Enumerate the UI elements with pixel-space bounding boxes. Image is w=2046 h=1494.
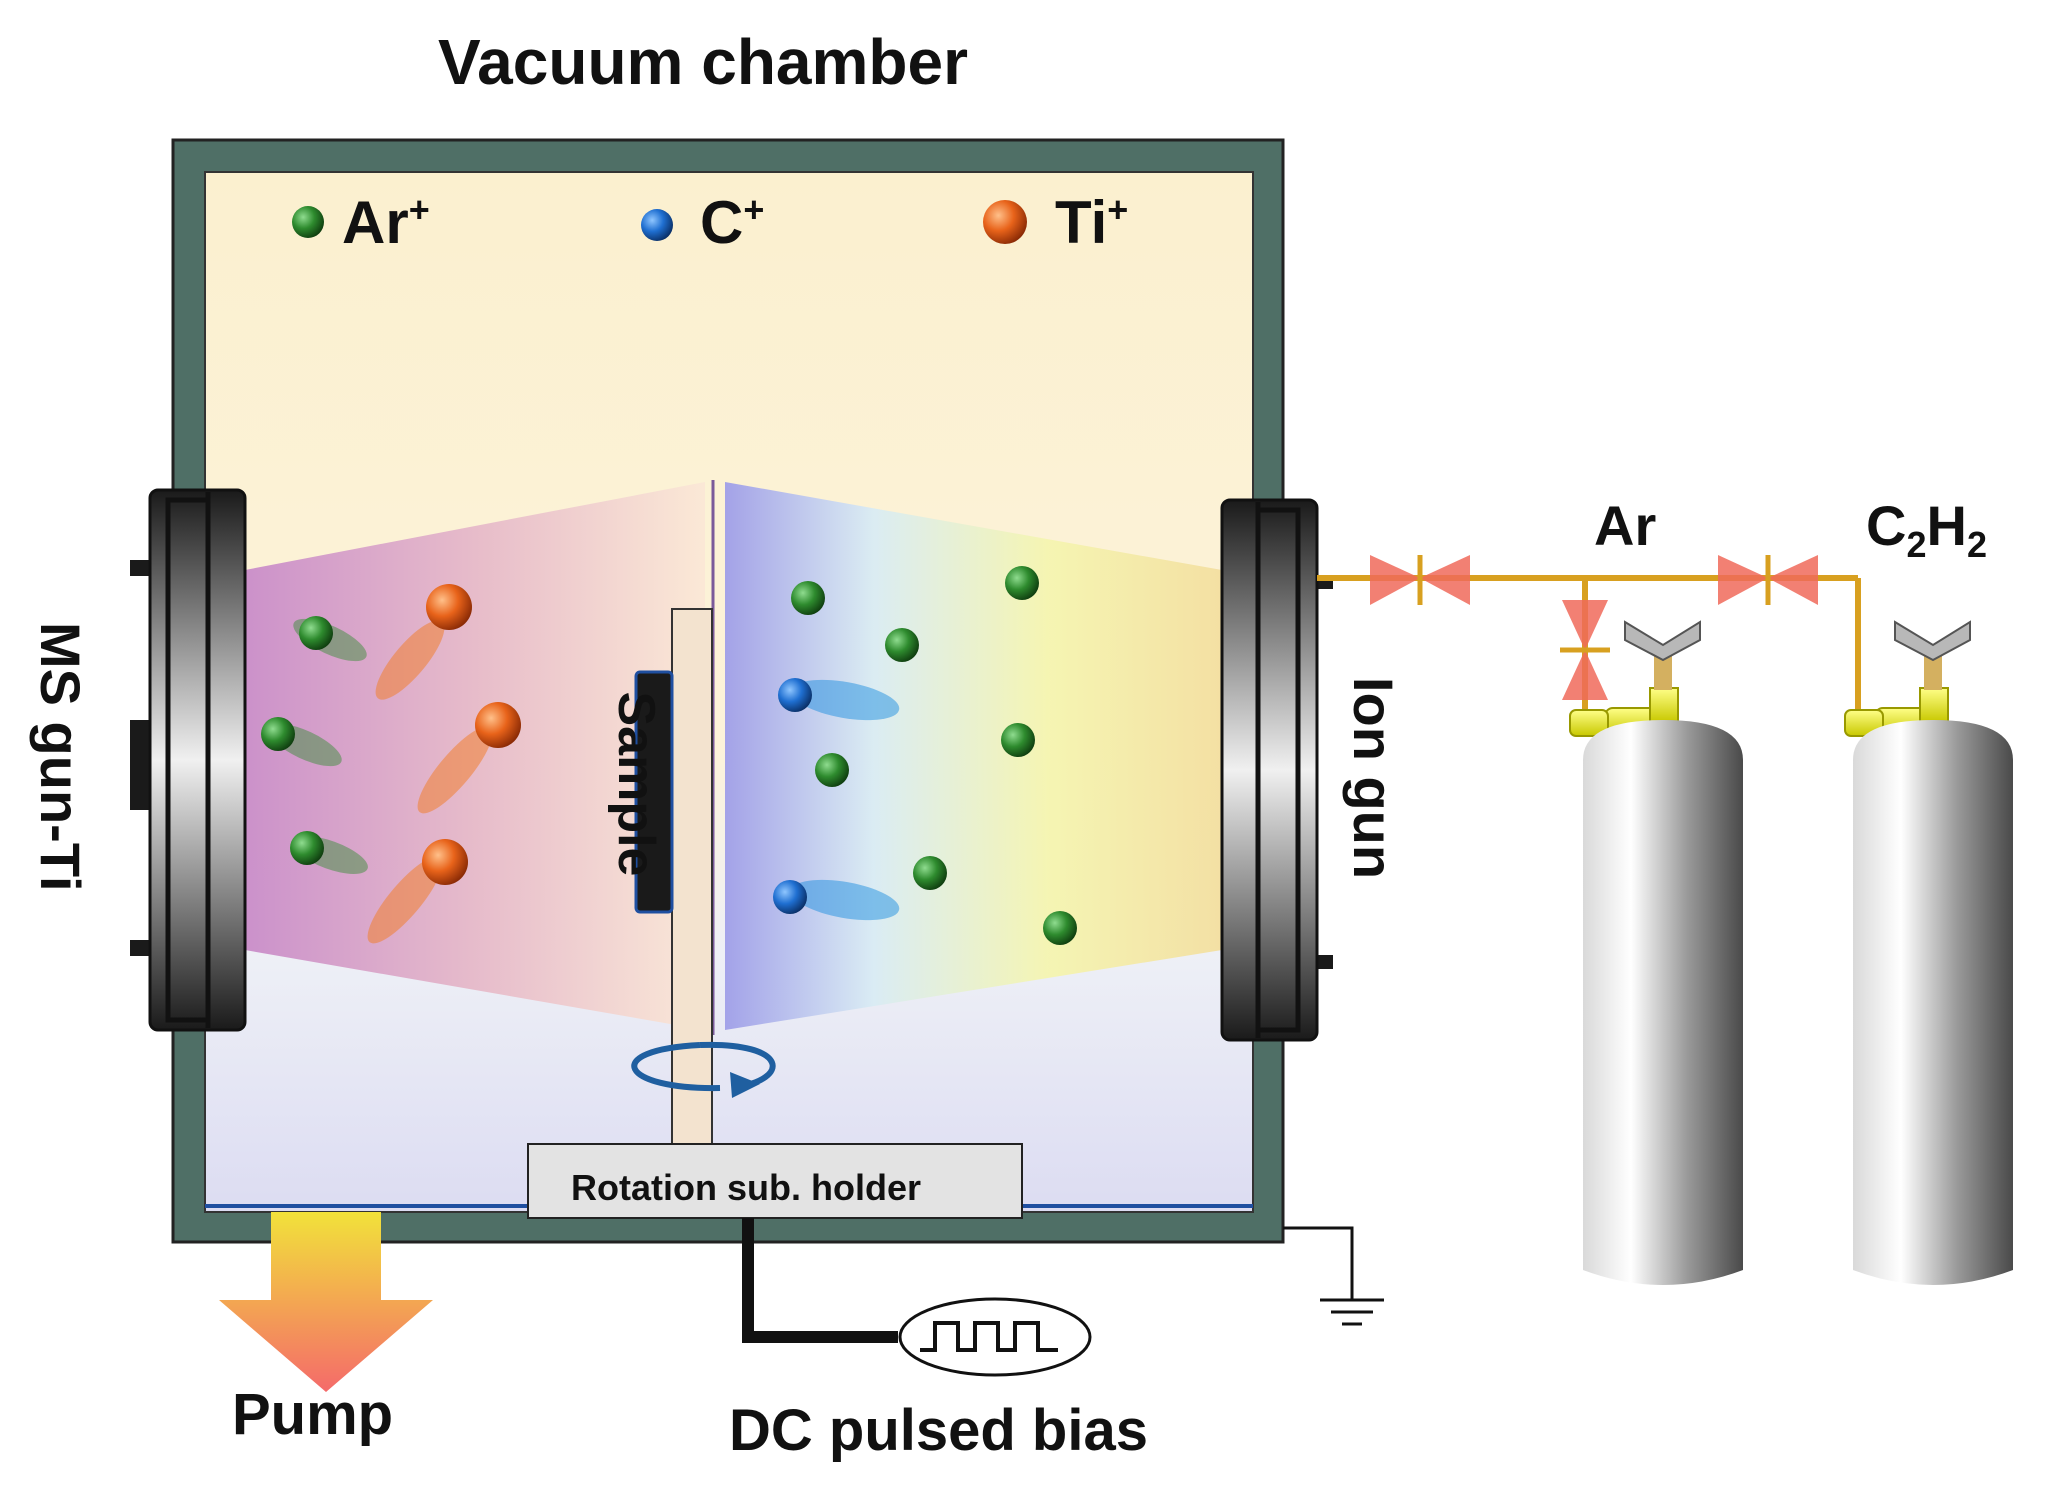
particles <box>261 566 1077 945</box>
legend-ti-base: Ti <box>1055 189 1108 256</box>
pulse-generator-icon <box>898 1297 1092 1377</box>
legend-ti-dot <box>983 200 1027 244</box>
legend-c-sup: + <box>743 189 765 230</box>
gas-c2h2-c: C <box>1866 494 1907 557</box>
holder-rod <box>671 608 713 1150</box>
ground-icon <box>1283 1226 1384 1326</box>
ar-ion <box>1043 911 1077 945</box>
ar-ion <box>1001 723 1035 757</box>
c-ion <box>778 678 812 712</box>
legend-c-dot <box>641 209 673 241</box>
ms-gun <box>130 488 247 1032</box>
rotation-holder <box>527 1143 1023 1219</box>
ion-gun-plasma-plume <box>725 482 1222 1030</box>
legend-ar-dot <box>292 206 324 238</box>
ti-ion <box>426 584 472 630</box>
legend-ar-base: Ar <box>342 189 409 256</box>
ar-ion <box>791 581 825 615</box>
sample-label: Sample <box>607 691 665 877</box>
ar-ion <box>885 628 919 662</box>
valve-c2h2 <box>1718 555 1818 605</box>
legend-ar-sup: + <box>408 189 430 230</box>
legend-ar-label: Ar+ <box>342 192 430 253</box>
ti-ion <box>422 839 468 885</box>
ar-ion <box>261 717 295 751</box>
ar-ion <box>1005 566 1039 600</box>
gas-ar-label: Ar <box>1594 494 1657 557</box>
gas-c2h2-label: C2H2 <box>1866 498 1987 563</box>
pump-arrow-icon <box>219 1212 433 1392</box>
holder-label: Rotation sub. holder <box>571 1167 921 1208</box>
rotation-arrow-icon <box>631 1041 776 1098</box>
valve-ar <box>1560 600 1610 700</box>
legend-c-base: C <box>700 189 744 256</box>
gas-c2h2-sub1: 2 <box>1906 524 1927 566</box>
ar-gas-cylinder <box>1569 620 1743 1285</box>
pump-label: Pump <box>232 1382 394 1447</box>
ar-ion <box>913 856 947 890</box>
ar-ion <box>815 753 849 787</box>
gas-c2h2-sub2: 2 <box>1966 524 1987 566</box>
sample-plate <box>634 670 674 914</box>
c2h2-gas-cylinder <box>1844 620 2013 1285</box>
bias-wire <box>742 1218 898 1343</box>
diagram-title: Vacuum chamber <box>438 26 968 98</box>
ti-ion <box>475 702 521 748</box>
legend-ti-sup: + <box>1107 189 1129 230</box>
ar-ion <box>290 831 324 865</box>
c-ion <box>773 880 807 914</box>
legend-c-label: C+ <box>700 192 764 253</box>
legend-ti-label: Ti+ <box>1055 192 1128 253</box>
ion-gun-label: Ion gun <box>1342 676 1405 880</box>
bias-label: DC pulsed bias <box>729 1398 1148 1463</box>
ion-gun <box>1220 498 1333 1042</box>
gas-c2h2-h: H <box>1926 494 1967 557</box>
valve-main <box>1370 555 1470 605</box>
ar-ion <box>299 616 333 650</box>
ms-gun-label: MS gun-Ti <box>29 622 92 892</box>
